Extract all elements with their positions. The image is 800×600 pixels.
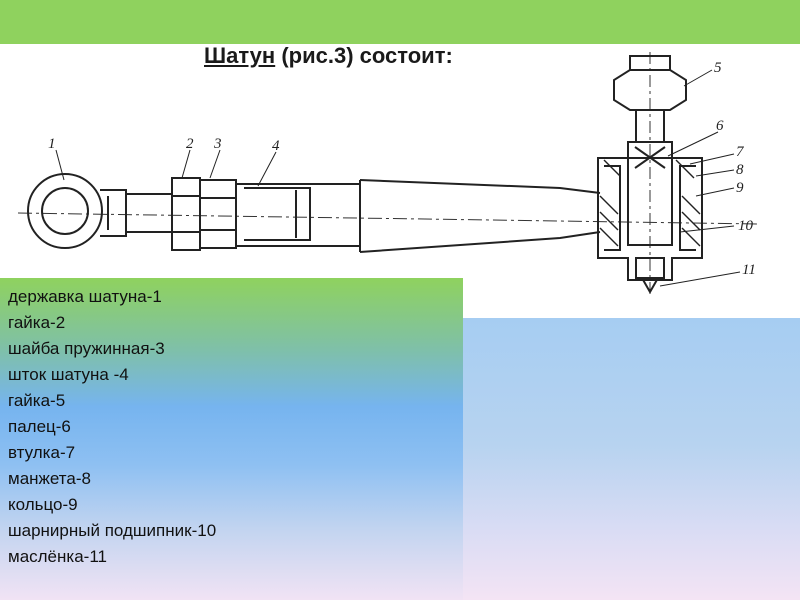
callout-7: 7 xyxy=(736,144,745,160)
list-item: державка шатуна-1 xyxy=(8,287,162,306)
callout-4: 4 xyxy=(272,138,280,154)
nut-and-washer xyxy=(171,177,237,251)
gradient-panel-left xyxy=(0,278,463,600)
callout-11: 11 xyxy=(742,262,756,278)
connecting-rod-drawing: 1 2 3 4 5 6 7 8 9 10 11 xyxy=(17,52,761,296)
callout-10: 10 xyxy=(738,218,754,234)
callout-8: 8 xyxy=(736,162,744,178)
axis-centerline xyxy=(17,212,761,225)
rod-holder-eye xyxy=(27,173,173,249)
list-item: манжета-8 xyxy=(8,469,91,488)
callout-2: 2 xyxy=(186,136,194,152)
list-item: шайба пружинная-3 xyxy=(8,339,165,358)
title-main: Шатун xyxy=(204,43,276,68)
callout-5: 5 xyxy=(714,60,722,76)
callout-3: 3 xyxy=(213,136,222,152)
list-item: шток шатуна -4 xyxy=(8,365,129,384)
list-item: гайка-2 xyxy=(8,313,66,332)
ball-joint-assembly xyxy=(597,55,703,295)
top-accent-bar xyxy=(0,0,800,44)
list-item: кольцо-9 xyxy=(8,495,78,514)
rod-body xyxy=(236,179,601,253)
gradient-panel-right xyxy=(463,318,800,600)
callout-1: 1 xyxy=(48,136,56,152)
callout-6: 6 xyxy=(716,118,724,134)
list-item: маслёнка-11 xyxy=(8,547,107,566)
title-rest: (рис.3) состоит: xyxy=(275,43,453,68)
bearing-hatching xyxy=(599,159,701,247)
list-item: гайка-5 xyxy=(8,391,66,410)
callout-9: 9 xyxy=(736,180,744,196)
list-item: палец-6 xyxy=(8,417,71,436)
parts-list: державка шатуна-1 гайка-2 шайба пружинна… xyxy=(8,284,216,570)
list-item: шарнирный подшипник-10 xyxy=(8,521,217,540)
list-item: втулка-7 xyxy=(8,443,76,462)
leader-lines xyxy=(55,69,741,287)
callout-labels: 1 2 3 4 5 6 7 8 9 10 11 xyxy=(48,60,756,278)
slide-title: Шатун (рис.3) состоит: xyxy=(204,43,453,69)
